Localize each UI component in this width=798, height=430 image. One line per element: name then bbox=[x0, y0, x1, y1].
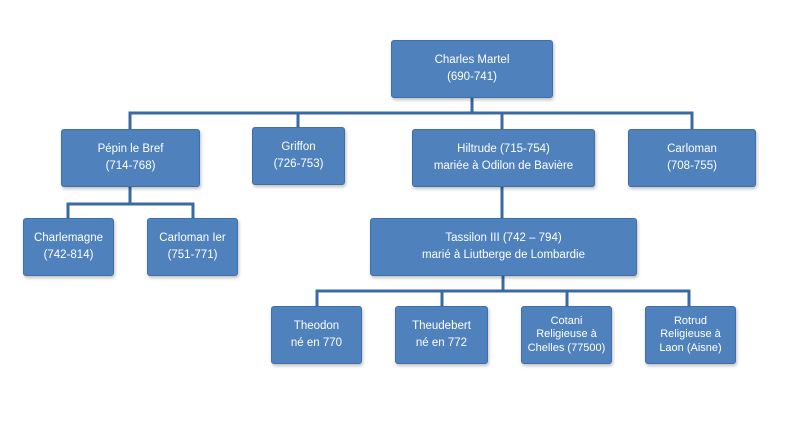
node-dates: (690-741) bbox=[447, 71, 497, 83]
node-cotani: Cotani Religieuse à Chelles (77500) bbox=[521, 306, 612, 364]
node-name: Hiltrude (715-754) bbox=[457, 143, 550, 156]
node-charlemagne: Charlemagne (742-814) bbox=[23, 218, 114, 276]
node-pepin-le-bref: Pépin le Bref (714-768) bbox=[61, 129, 200, 187]
node-charles-martel: Charles Martel (690-741) bbox=[391, 40, 553, 98]
node-dates: (726-753) bbox=[273, 158, 324, 170]
node-role: Religieuse à bbox=[660, 328, 721, 341]
node-place: Chelles (77500) bbox=[527, 341, 606, 354]
node-rotrud: Rotrud Religieuse à Laon (Aisne) bbox=[645, 306, 736, 364]
node-tassilon-iii: Tassilon III (742 – 794) marié à Liutber… bbox=[370, 218, 637, 276]
node-carloman: Carloman (708-755) bbox=[628, 129, 756, 187]
node-name: Charlemagne bbox=[33, 232, 104, 245]
node-theudebert: Theudebert né en 772 bbox=[395, 306, 488, 364]
node-name: Cotani bbox=[550, 315, 583, 328]
node-spouse: mariée à Odilon de Bavière bbox=[433, 160, 574, 172]
node-dates: (742-814) bbox=[43, 249, 94, 261]
node-griffon: Griffon (726-753) bbox=[252, 127, 345, 185]
node-name: Carloman Ier bbox=[159, 232, 226, 245]
node-birth: né en 772 bbox=[415, 337, 468, 349]
node-hiltrude: Hiltrude (715-754) mariée à Odilon de Ba… bbox=[412, 129, 595, 187]
node-spouse: marié à Liutberge de Lombardie bbox=[421, 249, 586, 261]
node-name: Griffon bbox=[281, 141, 316, 154]
node-name: Theudebert bbox=[412, 320, 471, 333]
node-name: Pépin le Bref bbox=[97, 143, 164, 156]
node-role: Religieuse à bbox=[536, 328, 597, 341]
node-name: Carloman bbox=[667, 143, 717, 156]
node-name: Rotrud bbox=[673, 315, 708, 328]
node-carloman-ier: Carloman Ier (751-771) bbox=[147, 218, 238, 276]
node-dates: (708-755) bbox=[667, 160, 717, 172]
node-dates: (714-768) bbox=[105, 160, 156, 172]
node-name: Tassilon III (742 – 794) bbox=[445, 232, 562, 245]
node-name: Theodon bbox=[293, 320, 340, 333]
node-name: Charles Martel bbox=[434, 54, 510, 67]
node-birth: né en 770 bbox=[290, 337, 343, 349]
node-place: Laon (Aisne) bbox=[659, 341, 722, 354]
node-dates: (751-771) bbox=[167, 249, 218, 261]
node-theodon: Theodon né en 770 bbox=[271, 306, 362, 364]
